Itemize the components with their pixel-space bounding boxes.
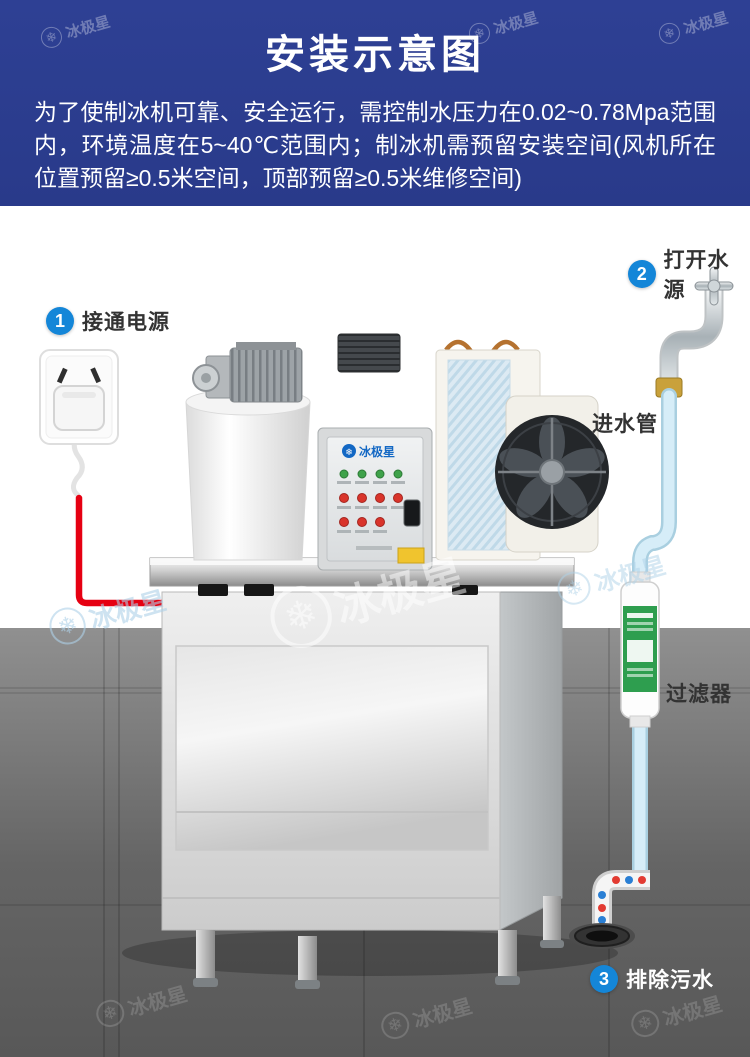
table-clip: [198, 584, 228, 596]
water-inlet-pipe: [632, 388, 677, 874]
machine-leg: [495, 930, 520, 985]
storage-bin: [175, 645, 489, 851]
ice-machine: ❄ 冰极星: [149, 333, 609, 989]
power-switch: [403, 499, 421, 527]
control-box: ❄ 冰极星: [317, 427, 433, 571]
table-clip: [244, 584, 274, 596]
faucet-handle: [694, 266, 734, 306]
condenser-unit: [435, 339, 609, 561]
condenser-fan: [495, 415, 609, 529]
outlet-slot: [56, 367, 68, 384]
warning-sticker: [397, 547, 425, 564]
indicator-lights: [339, 469, 403, 479]
power-cable: [75, 494, 176, 607]
power-plug: [53, 385, 105, 431]
table-clip: [452, 585, 478, 595]
brand-plate: ❄ 冰极星: [342, 444, 395, 459]
machine-leg: [540, 896, 564, 948]
svg-text:❄: ❄: [345, 447, 353, 457]
page-title: 安装示意图: [265, 33, 485, 77]
vent-grille: [337, 333, 401, 373]
header-banner: 安装示意图 为了使制冰机可靠、安全运行，需控制水压力在0.02~0.78Mpa范…: [0, 0, 750, 206]
water-filter: [620, 571, 660, 728]
drain-pipe: [592, 870, 650, 926]
ice-hopper: [185, 401, 311, 561]
floor-drain: [569, 923, 635, 949]
svg-text:冰极星: 冰极星: [359, 444, 395, 459]
panel-buttons: [339, 493, 403, 503]
machine-leg: [193, 930, 218, 987]
installation-notes: 为了使制冰机可靠、安全运行，需控制水压力在0.02~0.78Mpa范围内，环境温…: [34, 99, 716, 191]
cabinet-side: [499, 591, 563, 931]
panel-buttons: [339, 517, 385, 527]
machine-shadow: [122, 930, 618, 976]
faucet: [655, 266, 734, 398]
hopper-motor: [192, 342, 303, 403]
outlet-slot: [90, 367, 101, 384]
machine-leg: [295, 936, 320, 989]
power-outlet: [39, 349, 119, 445]
